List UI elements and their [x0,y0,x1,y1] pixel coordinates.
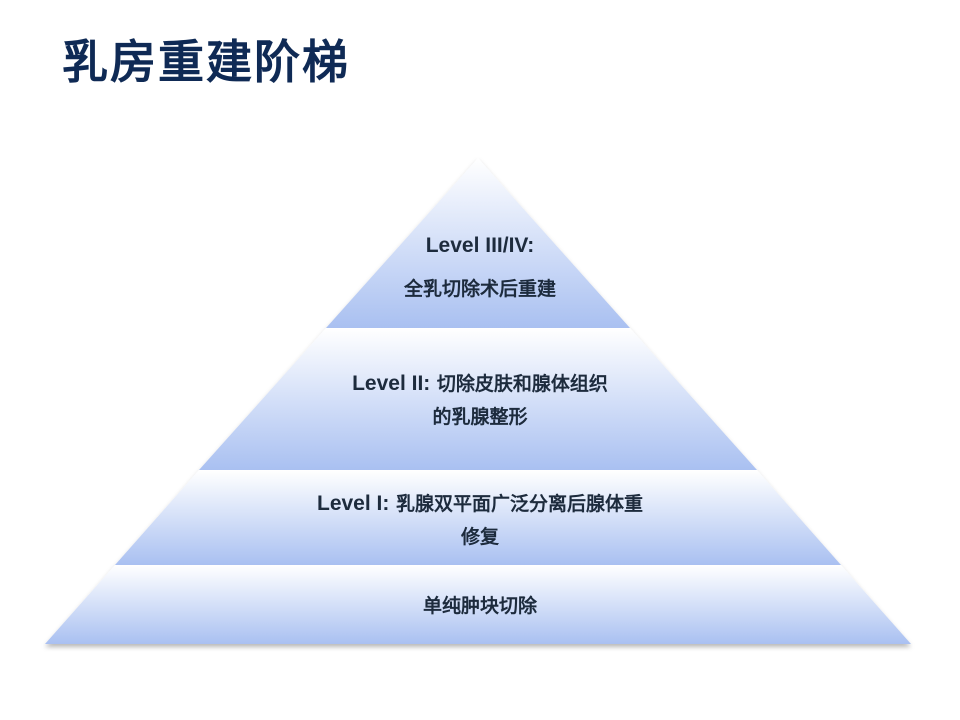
tier-level-label: Level III/IV: [425,234,535,257]
tier-description: 乳腺双平面广泛分离后腺体重 [389,493,643,515]
tier-description-continued: 的乳腺整形 [432,406,528,428]
tier-base-text: 单纯肿块切除 [280,589,680,622]
tier-level-3-4-text: Level III/IV: 全乳切除术后重建 [330,229,630,305]
pyramid-tier-1 [45,565,911,644]
slide-title: 乳房重建阶梯 [62,35,350,89]
pyramid-tier-2 [115,470,841,565]
tier-description: 全乳切除术后重建 [403,278,556,300]
tier-level-2-text: Level II: 切除皮肤和腺体组织 的乳腺整形 [250,367,710,433]
tier-description: 单纯肿块切除 [422,595,537,617]
tier-description: 切除皮肤和腺体组织 [430,373,608,395]
pyramid-tier-3 [199,328,757,470]
tier-level-label: Level II: [352,372,431,395]
pyramid-tier-4 [326,158,630,328]
tier-level-1-text: Level I: 乳腺双平面广泛分离后腺体重 修复 [200,487,760,553]
tier-description-continued: 修复 [460,526,499,548]
tier-level-label: Level I: [317,492,390,515]
